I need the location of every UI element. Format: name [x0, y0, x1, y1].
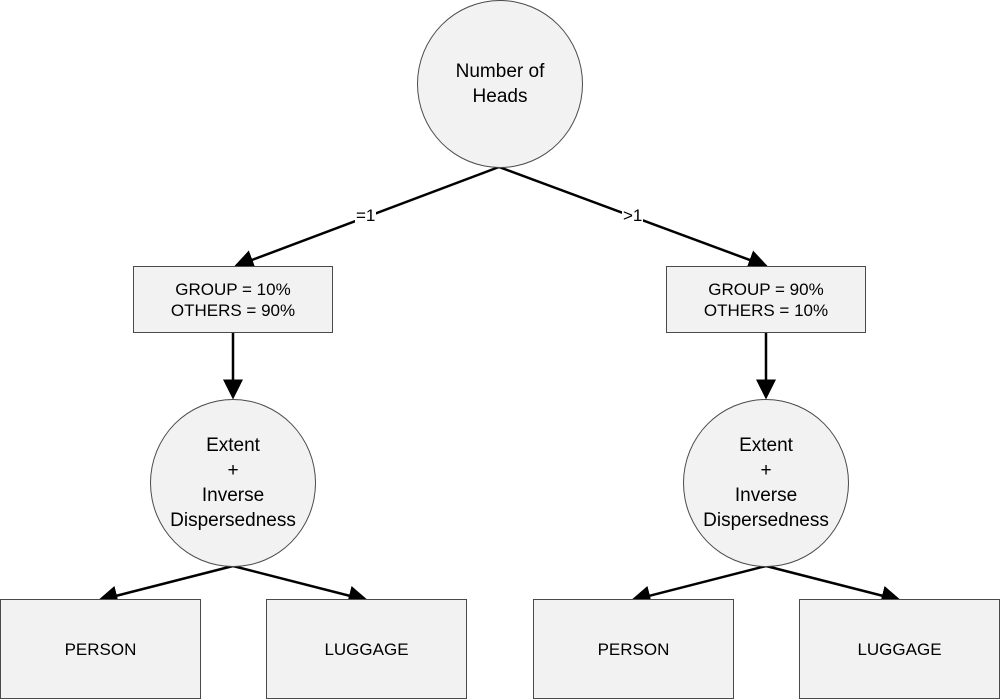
- root-node-number-of-heads: Number of Heads: [417, 0, 583, 168]
- left-leaf-person: PERSON: [0, 599, 201, 699]
- left-decision-node: Extent + Inverse Dispersedness: [150, 399, 316, 567]
- right-decision-line-3: Inverse: [734, 485, 798, 506]
- edge-left-decision-to-luggage: [232, 564, 369, 606]
- right-leaf-person: PERSON: [533, 599, 734, 699]
- left-leaf-person-label: PERSON: [64, 639, 137, 659]
- right-leaf-luggage-label: LUGGAGE: [857, 639, 942, 659]
- left-box-group-line: GROUP = 10%: [175, 279, 291, 299]
- left-decision-line-4: Dispersedness: [170, 510, 296, 531]
- left-decision-line-2: +: [227, 460, 239, 481]
- right-decision-line-2: +: [760, 460, 772, 481]
- right-decision-node: Extent + Inverse Dispersedness: [683, 399, 849, 567]
- root-node-line-1: Number of: [455, 61, 545, 82]
- right-decision-line-4: Dispersedness: [703, 510, 829, 531]
- left-box-others-line: OTHERS = 90%: [170, 300, 296, 320]
- left-decision-line-1: Extent: [206, 435, 260, 456]
- right-probability-box: GROUP = 90% OTHERS = 10%: [666, 266, 866, 333]
- right-box-others-line: OTHERS = 10%: [703, 300, 829, 320]
- edge-label-equals-one: =1: [355, 206, 377, 226]
- edge-right-decision-to-person: [630, 564, 767, 606]
- root-node-line-2: Heads: [472, 86, 528, 107]
- right-leaf-person-label: PERSON: [597, 639, 670, 659]
- edge-left-decision-to-person: [97, 564, 234, 606]
- left-leaf-luggage: LUGGAGE: [266, 599, 467, 699]
- left-leaf-luggage-label: LUGGAGE: [324, 639, 409, 659]
- right-box-group-line: GROUP = 90%: [708, 279, 824, 299]
- left-decision-line-3: Inverse: [201, 485, 265, 506]
- edge-right-decision-to-luggage: [765, 564, 902, 606]
- right-leaf-luggage: LUGGAGE: [799, 599, 1000, 699]
- left-probability-box: GROUP = 10% OTHERS = 90%: [133, 266, 333, 333]
- edge-label-greater-than-one: >1: [622, 206, 644, 226]
- right-decision-line-1: Extent: [739, 435, 793, 456]
